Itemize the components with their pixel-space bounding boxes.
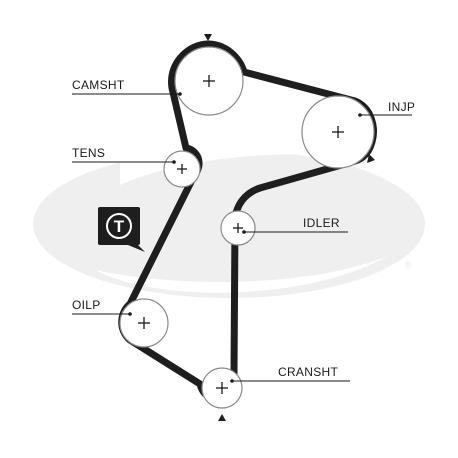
triangle-marker-icon <box>218 414 226 421</box>
pulley-oil-pump <box>119 298 169 348</box>
triangle-marker-icon <box>204 34 212 41</box>
tensioner-badge-letter: T <box>114 217 125 236</box>
crosshair-icon <box>233 223 243 233</box>
pulley-tensioner <box>163 150 201 188</box>
triangle-marker-icon <box>367 154 375 163</box>
pulley-crankshaft <box>201 367 243 409</box>
label-idler: IDLER <box>303 216 340 230</box>
tensioner-badge-ring <box>106 213 132 239</box>
label-crankshaft: CRANSHT <box>278 365 338 379</box>
leader-lines <box>72 92 412 383</box>
label-injection-pump: INJP <box>388 100 415 114</box>
crosshair-icon <box>177 164 187 174</box>
label-camshaft: CAMSHT <box>72 78 125 92</box>
label-tensioner: TENS <box>72 146 105 160</box>
crosshair-icon <box>216 382 228 394</box>
pulley-idler <box>220 210 256 246</box>
pulley-camshaft <box>174 46 244 116</box>
pulley-injection-pump <box>301 95 375 169</box>
watermark-swoosh-lower <box>95 255 390 293</box>
crosshair-icon <box>332 126 344 138</box>
tensioner-badge-box <box>98 207 140 245</box>
watermark-registered-mark: ® <box>405 260 412 270</box>
tensioner-badge-pointer <box>128 243 145 252</box>
label-oil-pump: OILP <box>72 298 101 312</box>
labels: CAMSHT INJP TENS IDLER OILP CRANSHT <box>72 78 415 379</box>
tensioner-icon: T <box>98 207 145 252</box>
crosshair-icon <box>203 75 215 87</box>
timing-marks <box>204 34 375 421</box>
crosshair-icon <box>138 317 150 329</box>
